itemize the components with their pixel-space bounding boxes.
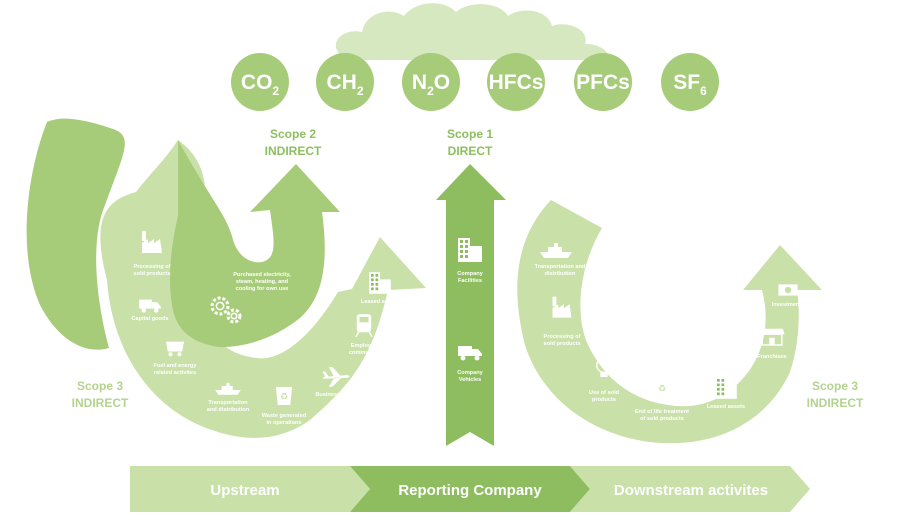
scope3-right-line2: INDIRECT: [807, 396, 864, 410]
train-icon: [355, 314, 373, 338]
scope2-line2: INDIRECT: [265, 144, 322, 158]
recycle-bin-icon: ♻: [275, 387, 293, 405]
gas-1: CH2: [316, 53, 374, 111]
recycle-bin-icon: ♻: [653, 379, 671, 397]
reporting-segment: [350, 466, 590, 512]
truck-icon: [139, 299, 161, 313]
scope1-arrow: [436, 164, 506, 446]
ship-icon: [540, 243, 572, 258]
icon-layer: ♻♻: [139, 231, 798, 405]
gas-formula: HFCs: [489, 71, 544, 94]
upstream-segment: [130, 466, 370, 512]
gas-formula: PFCs: [576, 71, 630, 94]
scope1-line1: Scope 1: [447, 127, 493, 141]
gas-circle: [574, 53, 632, 111]
gas-formula: N2O: [412, 71, 450, 98]
scope3-left-title: Scope 3 INDIRECT: [72, 379, 129, 410]
downstream-segment: [570, 466, 810, 512]
item-label: Franchises: [757, 354, 787, 360]
gas-4: PFCs: [574, 53, 632, 111]
gears-icon: [210, 296, 242, 324]
scope2-line1: Scope 2: [270, 127, 316, 141]
building-icon: [715, 377, 737, 399]
gas-formula: SF6: [673, 71, 707, 98]
gas-5: SF6: [661, 53, 719, 111]
scope3-downstream-arrow: [517, 200, 822, 444]
downstream-label: Downstream activites: [614, 482, 768, 499]
factory-icon: [552, 296, 572, 318]
gas-3: HFCs: [487, 53, 545, 111]
gas-circle: [487, 53, 545, 111]
item-label: Investments: [772, 302, 805, 308]
scope2-title: Scope 2 INDIRECT: [265, 127, 322, 158]
scope2-item-label: Purchased electricity,steam, heating, an…: [233, 272, 291, 292]
lightbulb-icon: [596, 357, 612, 377]
gas-circle: [316, 53, 374, 111]
greenhouse-gases: CO2 CH2 N2O HFCs PFCs SF6: [231, 53, 719, 111]
fuel-cart-icon: [166, 341, 184, 357]
truck-icon: [458, 346, 482, 361]
gas-circle: [402, 53, 460, 111]
gas-circle: [661, 53, 719, 111]
building-icon: [369, 272, 391, 294]
building-icon: [458, 238, 482, 262]
scope1-title: Scope 1 DIRECT: [447, 127, 493, 158]
gas-formula: CO2: [241, 71, 280, 98]
svg-text:♻: ♻: [658, 384, 666, 394]
item-label: Leased assets: [707, 404, 745, 410]
factory-icon: [142, 231, 162, 253]
scope3-right-title: Scope 3 INDIRECT: [807, 379, 864, 410]
upstream-label: Upstream: [210, 482, 279, 499]
gas-0: CO2: [231, 53, 289, 111]
value-chain-bar: Upstream Reporting Company Downstream ac…: [130, 466, 810, 512]
scope3-left-line2: INDIRECT: [72, 396, 129, 410]
scope1-line2: DIRECT: [448, 144, 493, 158]
scope3-right-line1: Scope 3: [812, 379, 858, 393]
storefront-icon: [759, 328, 785, 346]
ship-icon: [215, 382, 241, 395]
gas-formula: CH2: [326, 71, 363, 98]
gas-circle: [231, 53, 289, 111]
item-label: Leased assets: [361, 299, 399, 305]
item-label: Capital goods: [132, 316, 169, 322]
item-label: Business travel: [315, 392, 357, 398]
airplane-icon: [322, 367, 350, 387]
svg-text:♻: ♻: [280, 392, 288, 402]
scope3-upstream-back-arc: [26, 118, 125, 350]
scope3-left-line1: Scope 3: [77, 379, 123, 393]
money-icon: [778, 284, 798, 296]
gas-2: N2O: [402, 53, 460, 111]
cloud-shape: [335, 3, 608, 60]
scope2-arrow: [170, 140, 340, 348]
reporting-company-label: Reporting Company: [398, 482, 542, 499]
